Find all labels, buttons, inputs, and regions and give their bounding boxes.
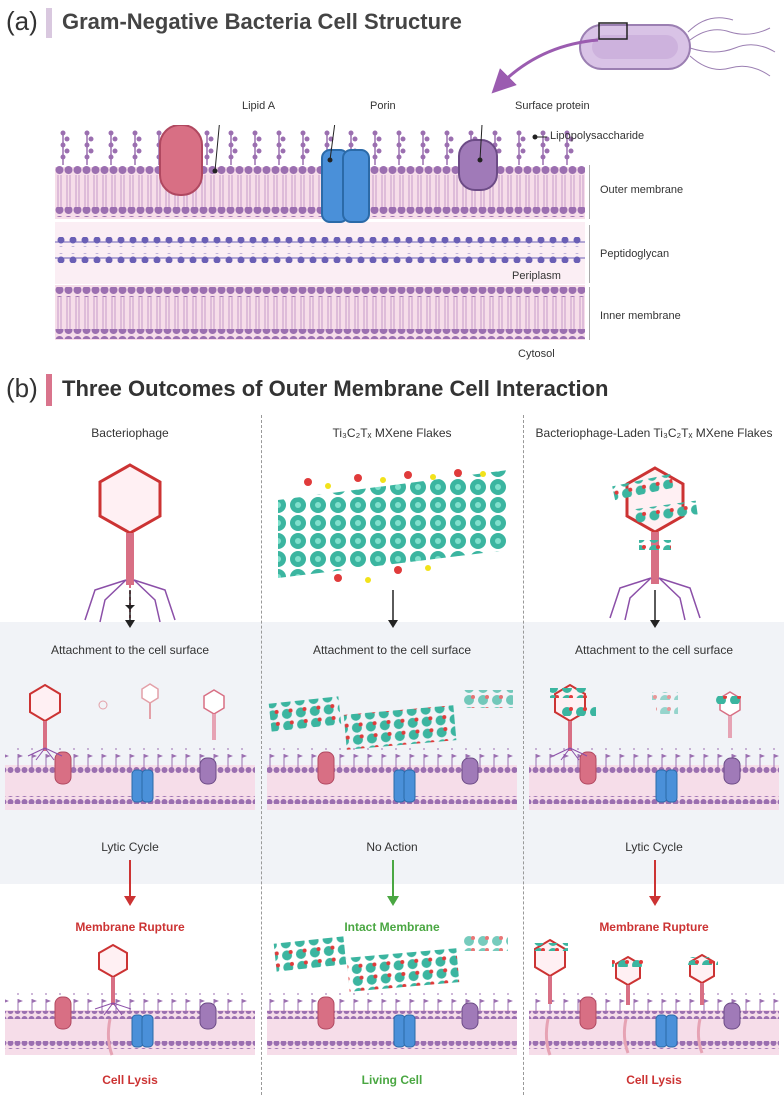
bacterium-icon [491,17,776,94]
col1-outcome: Cell Lysis [102,1073,158,1087]
panel-b-title: Three Outcomes of Outer Membrane Cell In… [62,376,609,401]
column-divider-1 [261,415,262,1095]
column-title-bacteriophage: Bacteriophage [91,426,169,440]
col3-step-attachment: Attachment to the cell surface [574,643,734,657]
col1-step-lytic: Lytic Cycle [101,840,159,854]
panel-a-title: Gram-Negative Bacteria Cell Structure [62,9,462,34]
label-porin: Porin [370,100,396,112]
col2-result: Intact Membrane [344,920,440,934]
panel-b-title-bar [46,374,52,406]
panel-b-letter: (b) [6,373,38,403]
cell-envelope-diagram [55,125,590,340]
col1-step-attachment: Attachment to the cell surface [50,643,210,657]
label-peptidoglycan: Peptidoglycan [600,248,670,260]
col2-outcome: Living Cell [361,1073,423,1087]
col2-step-no-action: No Action [366,840,418,854]
panel-a-title-bar [46,8,52,38]
column-title-mxene: Ti₃C₂Tₓ MXene Flakes [332,426,452,440]
col3-outcome: Cell Lysis [626,1073,682,1087]
label-surface-protein: Surface protein [515,100,590,112]
col3-step-lytic: Lytic Cycle [625,840,683,854]
panel-a-letter: (a) [6,6,38,36]
attachment-scenes [5,683,779,810]
label-cytosol: Cytosol [518,348,555,360]
mxene-flakes-illustration [278,469,508,583]
col3-result: Membrane Rupture [599,920,709,934]
label-periplasm: Periplasm [512,270,561,282]
column-title-phage-mxene: Bacteriophage-Laden Ti₃C₂Tₓ MXene Flakes [535,426,773,440]
col2-step-attachment: Attachment to the cell surface [312,643,472,657]
outcome-arrows [124,860,661,906]
label-inner-membrane: Inner membrane [600,310,681,322]
phage-laden-mxene-illustration [609,466,701,621]
label-lipid-a: Lipid A [242,100,276,112]
col1-result: Membrane Rupture [75,920,185,934]
arrows-to-attachment [125,590,660,628]
final-scenes [5,935,779,1056]
label-outer-membrane: Outer membrane [600,184,684,196]
label-lps: Lipopolysaccharide [550,130,645,142]
column-divider-2 [523,415,524,1095]
bacteriophage-illustration [84,463,176,623]
